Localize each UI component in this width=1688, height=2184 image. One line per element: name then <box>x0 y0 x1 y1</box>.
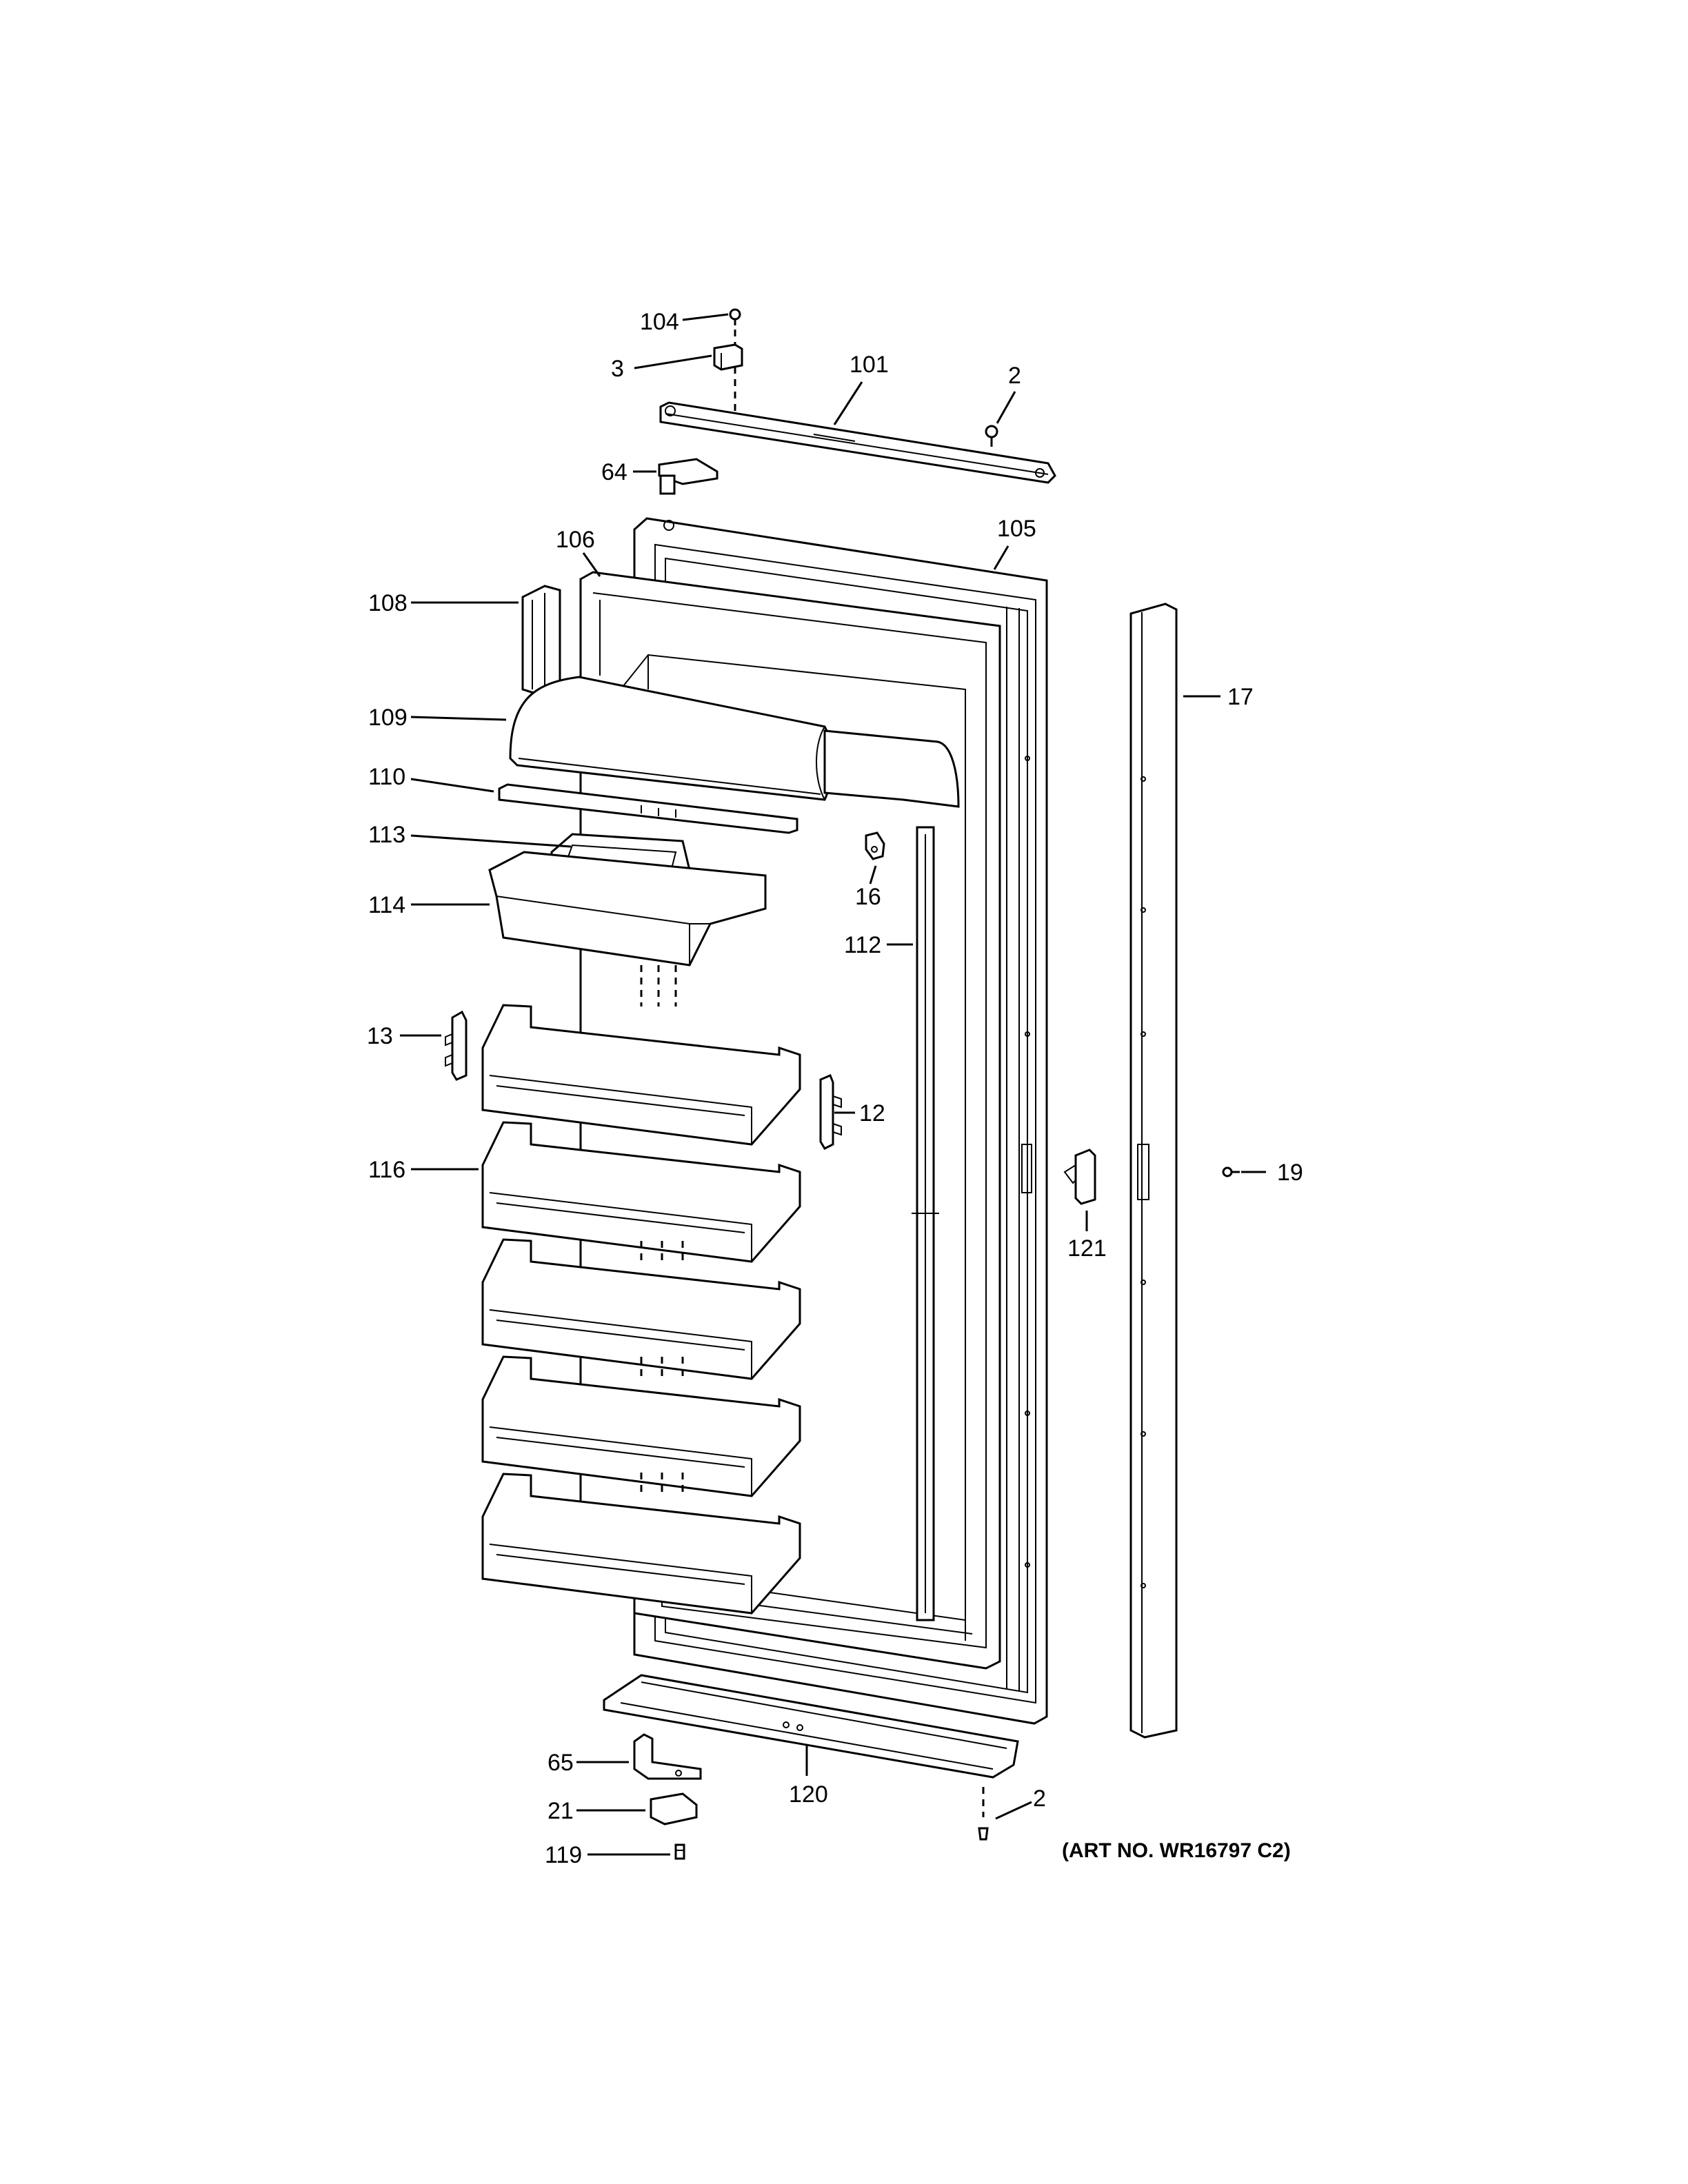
door-trim-strip-108 <box>521 585 561 698</box>
callout-2-top: 2 <box>1008 363 1021 389</box>
callout-108: 108 <box>368 590 408 616</box>
screw-2-bottom <box>978 1787 989 1841</box>
callout-17: 17 <box>1227 684 1254 710</box>
screw-119 <box>674 1843 685 1860</box>
callout-65: 65 <box>547 1750 574 1776</box>
door-shelf-bin-116 <box>481 1473 801 1615</box>
callout-16: 16 <box>855 884 881 910</box>
clip-16 <box>865 831 885 860</box>
callout-2-bottom: 2 <box>1033 1786 1046 1812</box>
callout-21: 21 <box>547 1798 574 1824</box>
callout-12: 12 <box>859 1100 885 1126</box>
bottom-hinge-65 <box>633 1733 702 1780</box>
screw-19 <box>1222 1166 1240 1177</box>
hinge-pin-64 <box>658 458 719 495</box>
screw-104 <box>729 308 741 325</box>
callout-120: 120 <box>789 1781 828 1808</box>
door-shelf-bin-116 <box>481 1004 801 1146</box>
callout-116: 116 <box>368 1157 405 1183</box>
dairy-bin-114 <box>488 851 767 1007</box>
callout-101: 101 <box>850 352 889 378</box>
callout-3: 3 <box>611 356 624 382</box>
bottom-hinge-bar-120 <box>603 1674 1019 1779</box>
top-hinge-bar-101 <box>659 401 1056 484</box>
callout-105: 105 <box>997 516 1036 542</box>
callout-114: 114 <box>368 892 405 918</box>
callout-112: 112 <box>844 932 881 958</box>
callout-109: 109 <box>368 705 408 731</box>
callout-121: 121 <box>1067 1235 1107 1262</box>
callout-119: 119 <box>545 1842 582 1868</box>
callout-110: 110 <box>368 764 405 790</box>
screw-2-top <box>985 425 998 447</box>
door-shelf-bin-116 <box>481 1355 801 1497</box>
callout-64: 64 <box>601 459 627 485</box>
callout-106: 106 <box>556 527 595 553</box>
leader-lines <box>400 313 1266 1856</box>
hinge-shim-21 <box>650 1792 698 1826</box>
hinge-bracket-3 <box>713 343 743 371</box>
handle-clip-121 <box>1063 1149 1096 1205</box>
shelf-support-rail-112 <box>912 826 939 1621</box>
door-shelf-bin-116 <box>481 1238 801 1380</box>
door-shelf-bin-116 <box>481 1121 801 1263</box>
callout-19: 19 <box>1277 1160 1303 1186</box>
door-handle-17 <box>1129 603 1178 1739</box>
bin-bracket-13 <box>445 1010 468 1081</box>
dairy-door-hinge-strip-110 <box>498 783 798 834</box>
dairy-compartment-door-109 <box>509 676 960 808</box>
callout-104: 104 <box>640 309 679 335</box>
art-number: (ART NO. WR16797 C2) <box>1062 1839 1291 1862</box>
bin-bracket-12 <box>819 1074 842 1150</box>
callout-113: 113 <box>368 822 405 848</box>
callout-13: 13 <box>367 1023 393 1049</box>
